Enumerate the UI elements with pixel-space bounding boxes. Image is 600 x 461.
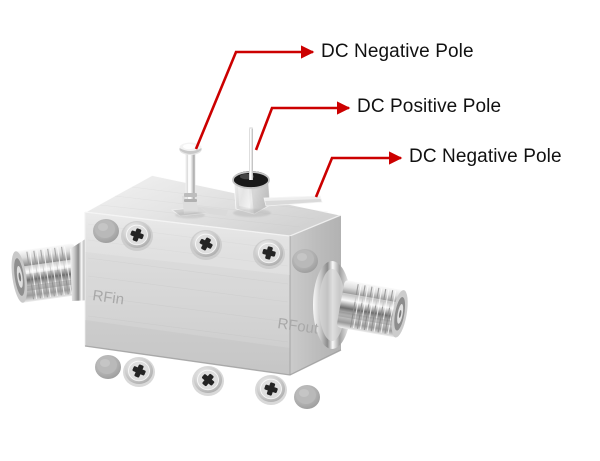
mounting-hole: [292, 249, 318, 273]
sma-input-connector: [11, 236, 92, 303]
mounting-holes: [93, 219, 320, 409]
front-screws-top-row: [121, 221, 285, 269]
mounting-hole: [294, 385, 320, 409]
phillips-screw: [192, 366, 224, 396]
rf-in-marking: RFin: [91, 287, 125, 308]
housing-top-face: [85, 175, 341, 236]
mounting-hole: [93, 219, 119, 243]
phillips-screw: [190, 230, 222, 260]
phillips-screw: [253, 239, 285, 269]
annotation-label-dc-negative-pole-top: DC Negative Pole: [321, 41, 474, 62]
front-screws-bottom-row: [123, 357, 287, 405]
annotation-label-dc-positive-pole: DC Positive Pole: [357, 96, 502, 117]
dc-pin-center-feedthrough: [232, 127, 323, 217]
sma-output-connector: [313, 261, 408, 349]
mounting-hole: [95, 355, 121, 379]
annotation-label-dc-negative-pole-body: DC Negative Pole: [409, 146, 562, 167]
module-housing: [84, 174, 342, 376]
phillips-screw: [123, 357, 155, 387]
housing-front-face: [85, 212, 290, 375]
phillips-screw: [121, 221, 153, 251]
phillips-screw: [255, 375, 287, 405]
rf-out-marking: RFout: [276, 315, 320, 338]
